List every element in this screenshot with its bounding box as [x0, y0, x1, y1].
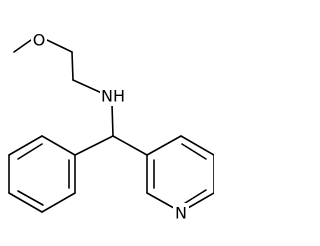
oxygen-label: O — [33, 31, 46, 50]
phenyl-ring — [8, 135, 76, 213]
bond-oxygen-ch2 — [46, 39, 73, 53]
structure-diagram: O NH N — [8, 30, 214, 223]
bond-ch2-nitrogen — [72, 79, 105, 95]
bond-nitrogen-methine — [111, 103, 114, 137]
amine-atom: NH — [100, 86, 126, 106]
bond-ch2-ch2 — [71, 51, 74, 81]
bond-methine-pyridyl — [112, 135, 148, 156]
amine-label: NH — [101, 87, 125, 106]
pyridine-ring — [146, 135, 214, 213]
bond-methyl-oxygen — [13, 39, 32, 53]
bond-methine-phenyl — [74, 135, 114, 156]
pyridine-nitrogen-label: N — [175, 204, 187, 223]
pyridine-nitrogen-atom: N — [173, 203, 189, 223]
oxygen-atom: O — [31, 30, 47, 50]
